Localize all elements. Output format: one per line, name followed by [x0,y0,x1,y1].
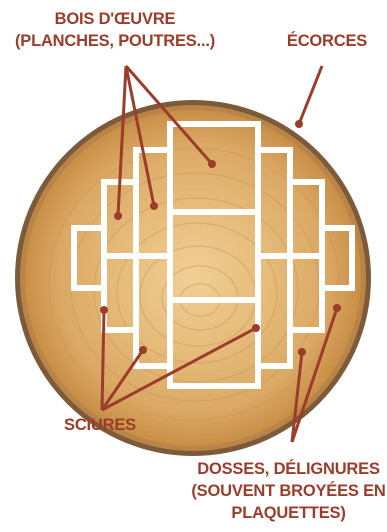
label-ecorces: ÉCORCES [272,30,382,52]
pointer-dosses-dot-2 [333,304,341,312]
pointer-sciures-dot-3 [252,324,260,332]
label-dosses-line2: (SOUVENT BROYÉES EN [190,480,387,502]
pointer-sciures-dot-2 [139,346,147,354]
label-dosses-line3: PLAQUETTES) [190,502,387,524]
pointer-ecorces [299,66,322,124]
pointer-sciures-dot-1 [100,306,108,314]
label-sciures-line1: SCIURES [40,414,160,436]
label-dosses-delignures: DOSSES, DÉLIGNURES (SOUVENT BROYÉES EN P… [190,458,387,524]
pointer-dosses-dot-1 [298,348,306,356]
label-bois-doeuvre: BOIS D'ŒUVRE (PLANCHES, POUTRES...) [0,8,230,52]
pointer-bois-dot-2 [150,202,158,210]
pointer-sciures-1 [102,310,104,410]
label-sciures: SCIURES [40,414,160,436]
pointer-bois-dot-3 [208,160,216,168]
label-dosses-line1: DOSSES, DÉLIGNURES [190,458,387,480]
label-ecorces-line1: ÉCORCES [272,30,382,52]
label-bois-doeuvre-line2: (PLANCHES, POUTRES...) [0,30,230,52]
label-bois-doeuvre-line1: BOIS D'ŒUVRE [0,8,230,30]
pointer-bois-dot-1 [114,212,122,220]
pointer-ecorces-dot [295,120,303,128]
